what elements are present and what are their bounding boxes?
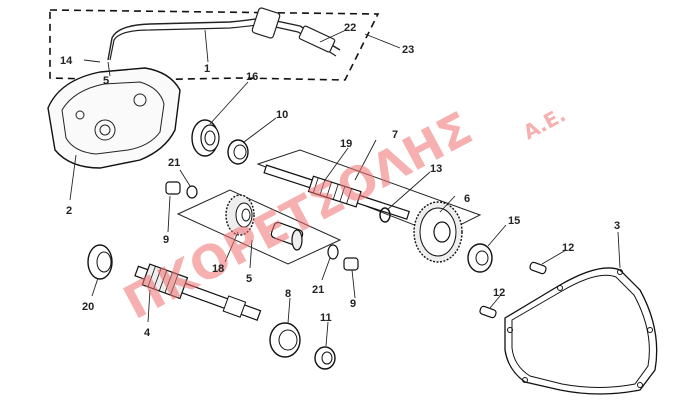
callout-10: 10 [276, 109, 288, 121]
shaft-19 [263, 164, 410, 220]
callout-2: 2 [66, 205, 72, 217]
callout-3: 3 [614, 220, 620, 232]
gear-18 [225, 194, 255, 236]
callout-7: 7 [392, 129, 398, 141]
callout-11: 11 [320, 312, 332, 324]
callout-13: 13 [430, 163, 442, 175]
bush-9-lower [343, 257, 359, 271]
callout-1: 1 [204, 63, 210, 75]
seal-10 [227, 139, 249, 165]
dowel-pin-12-lower [479, 305, 497, 319]
callout-9a: 9 [163, 234, 169, 246]
leader-lines [69, 29, 621, 347]
bearing-8 [269, 322, 301, 358]
callout-23: 23 [402, 44, 414, 56]
bearing-16 [191, 119, 220, 157]
circlip-13 [379, 207, 391, 223]
callout-21a: 21 [168, 157, 180, 169]
bearing-20 [87, 244, 113, 280]
bush-9-upper [165, 181, 181, 195]
shaft-4 [134, 263, 262, 321]
callout-14: 14 [60, 55, 73, 67]
callout-6: 6 [464, 193, 470, 205]
hose-group-outline [49, 9, 380, 81]
shaft-group-outline [256, 149, 482, 236]
callout-5b: 5 [246, 273, 252, 285]
seal-11 [314, 346, 336, 370]
callout-22: 22 [344, 22, 356, 34]
washer-21-upper [186, 185, 198, 199]
hose-end [298, 25, 336, 53]
gasket-3 [504, 267, 658, 395]
washer-21-lower [327, 244, 339, 260]
callout-21b: 21 [312, 284, 324, 296]
callout-16: 16 [246, 71, 258, 83]
callout-15: 15 [508, 215, 520, 227]
callout-8: 8 [285, 288, 291, 300]
gear-6 [413, 201, 463, 263]
callout-18: 18 [212, 263, 224, 275]
callout-12a: 12 [562, 242, 574, 254]
callout-5a: 5 [103, 75, 109, 87]
callout-12b: 12 [493, 287, 505, 299]
hose-clamp [251, 7, 281, 39]
watermark-suffix: Α.Ε. [519, 102, 569, 144]
callout-19: 19 [340, 138, 352, 150]
callout-20: 20 [82, 301, 94, 313]
bearing-15 [467, 243, 493, 273]
callout-9b: 9 [350, 298, 356, 310]
callout-4: 4 [144, 327, 151, 339]
dowel-pin-12-upper [529, 261, 547, 275]
gear-5 [270, 221, 304, 251]
